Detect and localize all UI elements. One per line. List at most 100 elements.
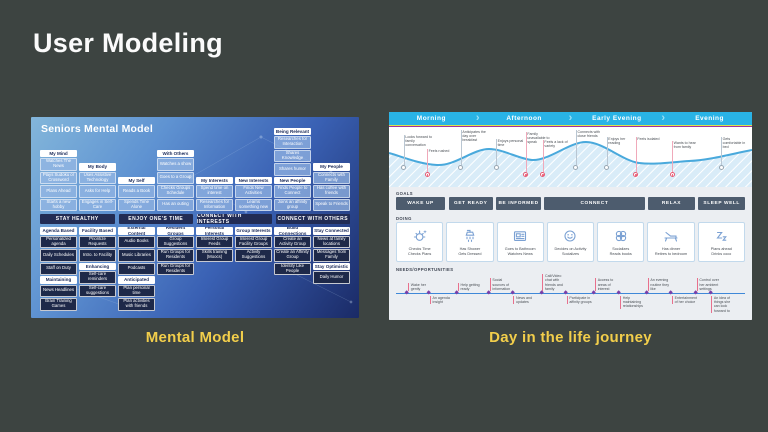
chevron-right-icon: › bbox=[661, 112, 666, 124]
mm-cell: Identify Like People bbox=[274, 262, 311, 275]
mm-column-header: Agenda Based bbox=[40, 227, 77, 235]
needs-timeline-marker bbox=[486, 290, 492, 296]
emotion-leader-line bbox=[542, 140, 544, 172]
mm-cell: Speak to Friends bbox=[313, 198, 350, 211]
doing-card-line: Goes to Bathroom bbox=[504, 247, 536, 252]
mm-cell: Brain Training Games bbox=[40, 298, 77, 311]
need-label: Call/Video chat with friends and family bbox=[542, 274, 567, 291]
need-label: Control over her ambient settings bbox=[696, 278, 722, 291]
mm-band-header: STAY HEALTHY bbox=[40, 214, 115, 224]
emotion-wave bbox=[389, 140, 752, 187]
mm-cell: Activity Suggestions bbox=[235, 249, 272, 262]
mm-cell: Messages from Family bbox=[313, 249, 350, 262]
mm-cell: Checks Groups Schedule bbox=[157, 185, 194, 198]
needs-timeline-marker bbox=[539, 290, 544, 296]
mm-column-header: Resident Groups bbox=[157, 227, 194, 235]
mm-column-header: My Self bbox=[118, 176, 155, 184]
positive-emotion-marker bbox=[573, 165, 579, 170]
negative-emotion-marker bbox=[633, 172, 639, 177]
phase-label: Evening bbox=[695, 115, 725, 122]
mm-column-header: Anticipated bbox=[118, 276, 155, 284]
doing-card-line: Plans ahead bbox=[710, 247, 732, 252]
positive-emotion-marker bbox=[458, 165, 464, 170]
need-label: An agenda insight bbox=[429, 296, 455, 305]
doing-card-line: Checks Plans bbox=[408, 252, 432, 256]
doing-card-line: Has dinner bbox=[661, 247, 681, 252]
needs-timeline bbox=[396, 293, 745, 295]
mm-cell: Has coffee with friends bbox=[313, 185, 350, 198]
need-label: An evening routine they like bbox=[647, 278, 673, 291]
mm-column-header: My People bbox=[313, 163, 350, 171]
mm-cell: Interest Group Feeds bbox=[196, 235, 233, 248]
mm-column-header: Facility Based bbox=[79, 227, 116, 235]
phase-label: Afternoon bbox=[506, 115, 542, 122]
doing-card-line: Socializes bbox=[612, 247, 630, 252]
mm-cell: Shares humor bbox=[274, 163, 311, 176]
mm-cell: Group Suggestions bbox=[157, 235, 194, 248]
needs-timeline-marker bbox=[563, 290, 569, 296]
emotion-label: Feels rushed bbox=[428, 149, 450, 153]
mm-column-header: Group Interests bbox=[235, 227, 272, 235]
mm-column-header: Being Relevant bbox=[274, 127, 311, 135]
mm-cell: Daily Humor bbox=[313, 271, 350, 284]
mm-cell: Self-care reminders bbox=[79, 271, 116, 284]
mm-cell: Researches for Information bbox=[196, 198, 233, 211]
phase-label: Early Evening bbox=[592, 115, 642, 122]
mm-column-header: My Mind bbox=[40, 149, 77, 157]
doing-card-line: Has Shower bbox=[459, 247, 481, 252]
newspaper-icon bbox=[511, 227, 529, 245]
mm-cell: Plan activities with friends bbox=[118, 298, 155, 311]
sparkle-clock-icon bbox=[411, 227, 429, 245]
mm-cell: Self-care suggestions bbox=[79, 284, 116, 297]
mm-column-header: External Content bbox=[118, 227, 155, 235]
doing-card-line: Checks Time bbox=[408, 247, 431, 252]
doing-card-line: Drinks coco bbox=[711, 252, 732, 256]
needs-timeline-marker bbox=[404, 290, 410, 296]
mental-model-title: Seniors Mental Model bbox=[41, 123, 153, 135]
emotion-leader-line bbox=[635, 137, 637, 172]
needs-timeline-marker bbox=[510, 290, 515, 296]
mm-cell: Audio Books bbox=[118, 235, 155, 248]
need-label: Access to areas of interest bbox=[595, 278, 620, 291]
emotion-label: Enjoys personal time bbox=[497, 139, 524, 148]
mm-cell: Interest Group Facility Groups bbox=[235, 235, 272, 248]
needs-timeline-marker bbox=[426, 290, 432, 296]
emotion-label: Connects with close friends bbox=[577, 130, 601, 139]
mm-cell: News at family locations bbox=[313, 235, 350, 248]
emotion-label: Gets comfortable in bed bbox=[722, 137, 746, 150]
shower-icon bbox=[461, 227, 479, 245]
purple-divider bbox=[389, 126, 752, 127]
mm-cell: Reads a Book bbox=[118, 185, 155, 198]
mm-cell: Spends Time Alone bbox=[118, 198, 155, 211]
needs-timeline-marker bbox=[616, 290, 622, 296]
page-title: User Modeling bbox=[33, 28, 223, 58]
mm-cell: Plans Ahead bbox=[40, 185, 77, 198]
emotion-leader-line bbox=[403, 135, 405, 165]
mm-cell: Asks for Help bbox=[79, 185, 116, 198]
mm-cell: Run Groups for Residents bbox=[157, 249, 194, 262]
need-label: Participate in affinity groups bbox=[566, 296, 592, 305]
mm-band-header: ENJOY ONE'S TIME bbox=[118, 214, 193, 224]
needs-section-label: NEEDS/OPPORTUNITIES bbox=[396, 267, 454, 272]
emotion-leader-line bbox=[525, 132, 527, 172]
goal-box: BE INFORMED bbox=[496, 197, 541, 210]
